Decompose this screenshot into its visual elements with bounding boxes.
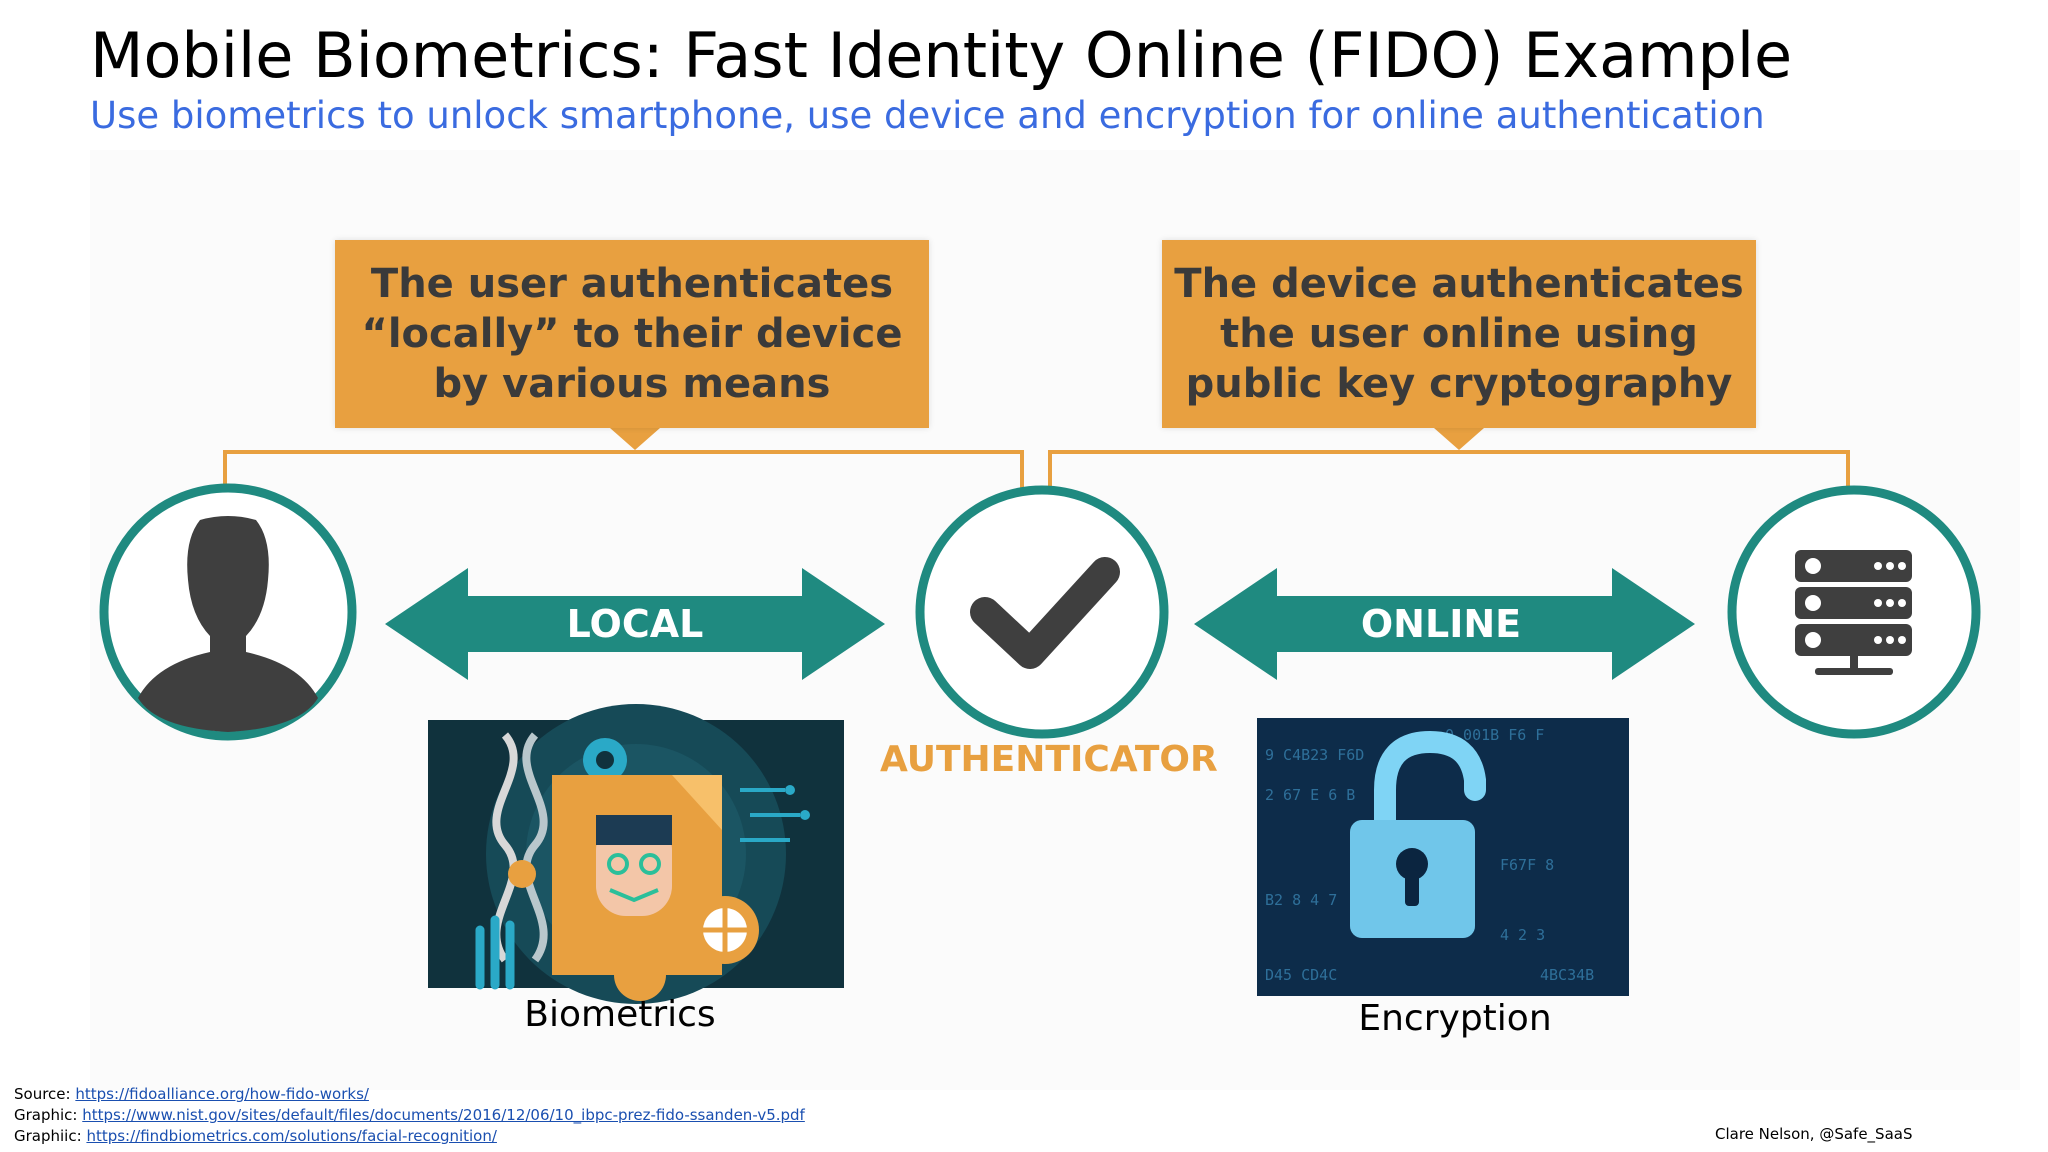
slide-title: Mobile Biometrics: Fast Identity Online … <box>90 19 1793 92</box>
biometrics-caption: Biometrics <box>524 994 716 1035</box>
callout-right-line-2: the user online using <box>1220 311 1698 357</box>
graphic-source-line: Graphic: https://www.nist.gov/sites/defa… <box>14 1105 805 1125</box>
svg-text:F67F 8: F67F 8 <box>1500 856 1554 874</box>
encryption-caption: Encryption <box>1358 998 1552 1039</box>
graphic2-label: Graphiic: <box>14 1127 82 1145</box>
callout-right-line-3: public key cryptography <box>1185 361 1733 407</box>
authenticator-label: AUTHENTICATOR <box>880 739 1218 780</box>
graphic2-source-link[interactable]: https://findbiometrics.com/solutions/fac… <box>86 1127 497 1145</box>
local-label: LOCAL <box>566 602 704 646</box>
connector-lines <box>223 450 1850 490</box>
checkmark-icon <box>970 557 1120 669</box>
slide-subtitle: Use biometrics to unlock smartphone, use… <box>90 94 1765 137</box>
svg-text:B2 8 4 7: B2 8 4 7 <box>1265 891 1337 909</box>
svg-text:4BC34B: 4BC34B <box>1540 966 1594 984</box>
user-silhouette-icon <box>138 516 318 732</box>
author-credit: Clare Nelson, @Safe_SaaS <box>1715 1125 1913 1143</box>
server-node <box>1727 485 1981 739</box>
graphic-source-link[interactable]: https://www.nist.gov/sites/default/files… <box>82 1106 805 1124</box>
source-label: Source: <box>14 1085 71 1103</box>
svg-text:4 2 3: 4 2 3 <box>1500 926 1545 944</box>
biometrics-image <box>428 704 844 1004</box>
callout-left-line-2: “locally” to their device <box>361 311 903 357</box>
callout-right-line-1: The device authenticates <box>1174 261 1744 307</box>
svg-text:0 001B F6 F: 0 001B F6 F <box>1445 726 1544 744</box>
server-icon <box>1795 550 1912 675</box>
graphic-label: Graphic: <box>14 1106 78 1124</box>
source-line: Source: https://fidoalliance.org/how-fid… <box>14 1084 369 1104</box>
authenticator-node <box>915 485 1169 739</box>
callout-right-pointer <box>1434 428 1484 450</box>
callout-local-authentication: The user authenticates “locally” to thei… <box>335 240 929 428</box>
user-node <box>99 483 357 741</box>
callout-online-authentication: The device authenticates the user online… <box>1162 240 1756 428</box>
svg-text:D45 CD4C: D45 CD4C <box>1265 966 1337 984</box>
callout-left-line-1: The user authenticates <box>370 261 894 307</box>
svg-text:2 67 E 6 B: 2 67 E 6 B <box>1265 786 1355 804</box>
svg-text:9 C4B23 F6D: 9 C4B23 F6D <box>1265 746 1364 764</box>
encryption-image: 9 C4B23 F6D 2 67 E 6 B B2 8 4 7 D45 CD4C… <box>1257 718 1629 996</box>
graphic2-source-line: Graphiic: https://findbiometrics.com/sol… <box>14 1126 497 1146</box>
local-double-arrow <box>385 568 885 680</box>
source-link[interactable]: https://fidoalliance.org/how-fido-works/ <box>75 1085 369 1103</box>
callout-left-pointer <box>610 428 660 450</box>
callout-left-line-3: by various means <box>433 361 831 407</box>
online-double-arrow <box>1194 568 1695 680</box>
online-label: ONLINE <box>1360 602 1522 646</box>
padlock-shackle <box>1374 730 1486 831</box>
